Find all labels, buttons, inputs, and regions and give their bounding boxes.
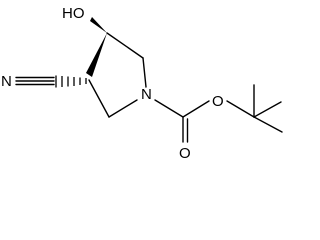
bond-c4-c5 — [106, 32, 144, 59]
ether-o-label: O — [212, 93, 224, 110]
bond-tbu-methyl-3 — [253, 116, 283, 133]
wedge-bond-c4-oh — [90, 17, 107, 33]
bond-tbu-methyl-2 — [253, 101, 282, 118]
bond-n1-c2 — [108, 99, 138, 118]
carbonyl-o-label: O — [179, 145, 191, 161]
hydroxyl-label: HO — [62, 5, 85, 22]
bond-ether-o-tbu-c — [226, 100, 255, 118]
bond-c2-c3 — [88, 79, 110, 118]
wedge-bond-c3-c4 — [86, 33, 107, 77]
hashed-bond-c3-cn — [55, 75, 87, 88]
triple-bond-nitrile — [15, 76, 55, 86]
bond-c5-n1 — [142, 57, 147, 88]
double-bond-carbonyl — [182, 116, 189, 143]
bond-carbonyl-c-ether-o — [182, 100, 210, 118]
ring-n-label: N — [141, 86, 152, 103]
nitrile-n-label: N — [1, 73, 12, 90]
bond-n1-carbonyl-c — [154, 99, 184, 118]
structural-formula: HO N N O O — [1, 5, 283, 161]
